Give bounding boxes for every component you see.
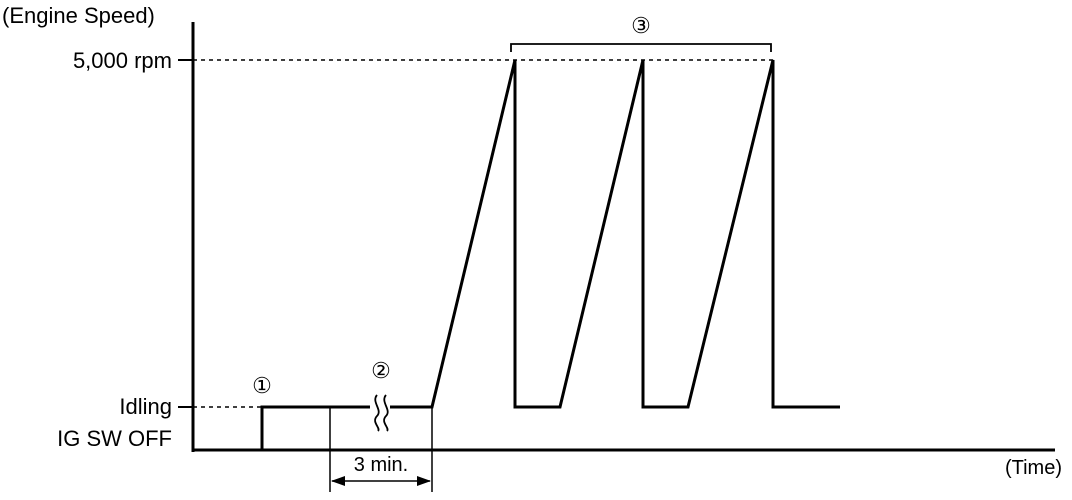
x-axis-label: (Time) bbox=[1005, 457, 1062, 479]
y-axis-label: (Engine Speed) bbox=[2, 3, 155, 28]
dim-arrowhead-left bbox=[331, 476, 345, 486]
break-mark-right bbox=[383, 394, 389, 432]
rev-bracket bbox=[510, 43, 772, 52]
label-ig-sw-off: IG SW OFF bbox=[57, 426, 172, 451]
step-3-marker: ③ bbox=[631, 13, 651, 38]
dim-arrowhead-right bbox=[417, 476, 431, 486]
engine-speed-trace bbox=[193, 59, 840, 452]
duration-label: 3 min. bbox=[354, 454, 408, 476]
step-2-marker: ② bbox=[371, 358, 391, 383]
label-high-speed: 5,000 rpm bbox=[73, 48, 172, 73]
step-1-marker: ① bbox=[252, 373, 272, 398]
label-idling: Idling bbox=[119, 394, 172, 419]
break-mark-left bbox=[374, 394, 380, 432]
